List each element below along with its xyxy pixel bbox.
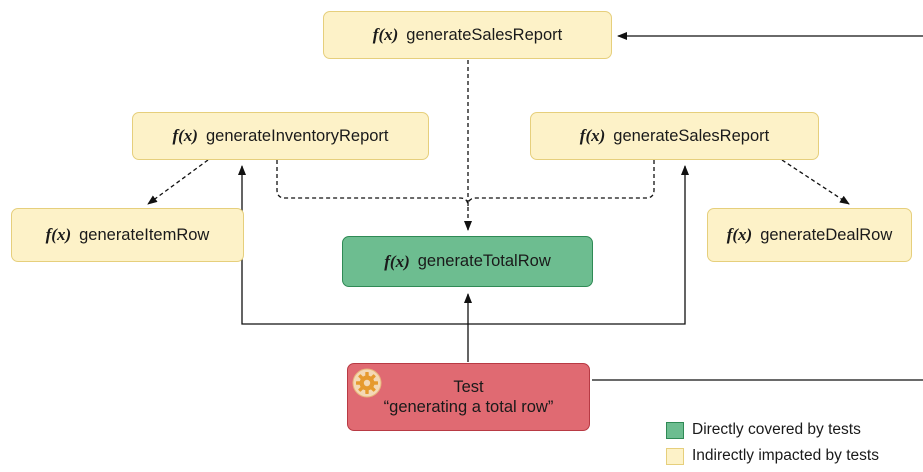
node-label: generateItemRow (79, 225, 210, 244)
legend-item-direct: Directly covered by tests (666, 421, 861, 439)
function-icon: f(x) (384, 251, 410, 271)
node-generate-inventory-report: f(x) generateInventoryReport (132, 112, 429, 160)
function-icon: f(x) (579, 126, 606, 145)
function-icon: f(x) (726, 225, 753, 244)
function-icon: f(x) (172, 126, 198, 145)
node-label: generateSalesReport (406, 25, 563, 44)
test-title: Test (453, 378, 484, 396)
node-generate-item-row: f(x) generateItemRow (11, 208, 244, 262)
node-label: generateInventoryReport (205, 126, 389, 145)
node-label: generateDealRow (760, 225, 893, 244)
node-test: Test “generating a total row” (347, 363, 590, 431)
node-generate-deal-row: f(x) generateDealRow (707, 208, 912, 262)
legend-label: Indirectly impacted by tests (692, 447, 879, 464)
node-label: generateTotalRow (417, 252, 551, 270)
edge-test-to-sales (468, 165, 689, 325)
legend-swatch-green (666, 421, 684, 439)
edge-inventory-to-totalrow (276, 160, 469, 207)
node-generate-total-row: f(x) generateTotalRow (342, 236, 593, 287)
edge-sales-to-totalrow (467, 160, 655, 207)
gear-icon (352, 368, 382, 398)
edge-inventory-to-itemrow (147, 159, 209, 205)
function-icon: f(x) (372, 25, 399, 44)
node-generate-sales-report-top: f(x) generateSalesReport (323, 11, 612, 59)
function-icon: f(x) (45, 225, 72, 244)
edge-sales-to-dealrow (781, 159, 850, 205)
legend-label: Directly covered by tests (692, 421, 861, 438)
node-label: generateSalesReport (613, 126, 770, 145)
legend-swatch-yellow (666, 447, 684, 465)
test-description: “generating a total row” (383, 398, 554, 416)
node-generate-sales-report: f(x) generateSalesReport (530, 112, 819, 160)
legend-item-indirect: Indirectly impacted by tests (666, 447, 879, 465)
